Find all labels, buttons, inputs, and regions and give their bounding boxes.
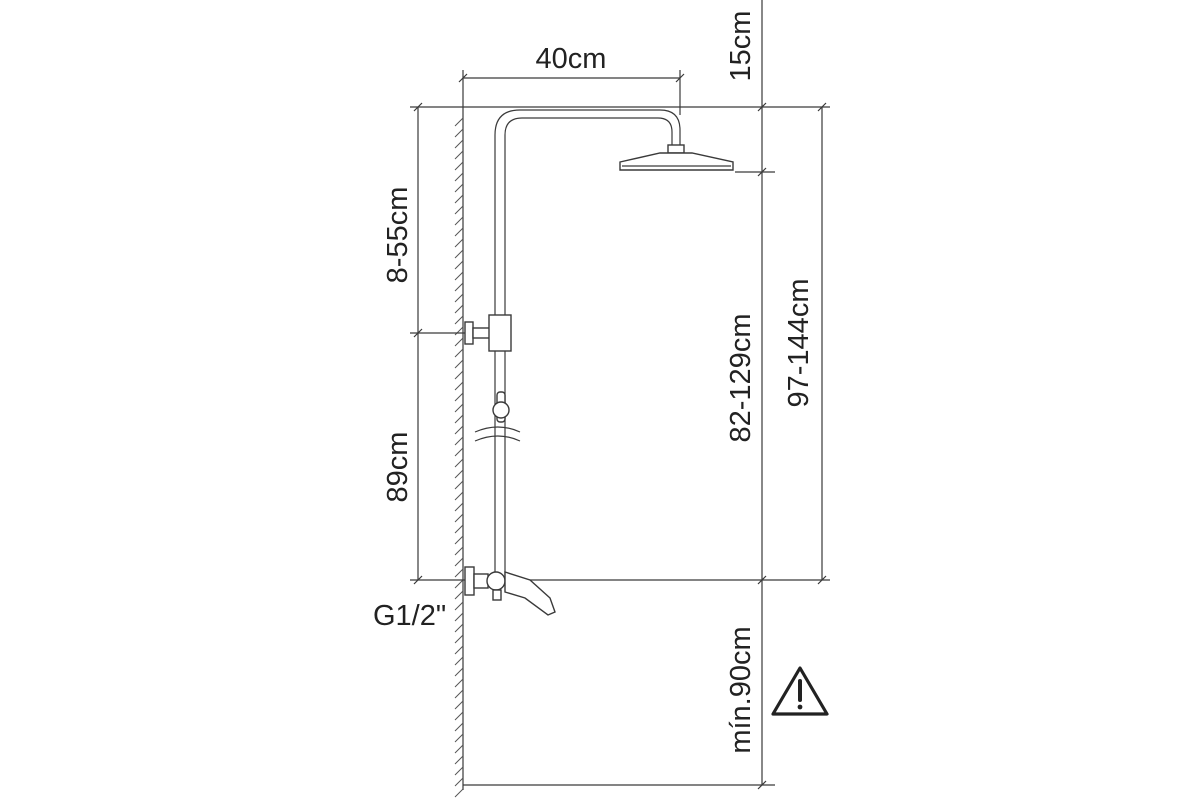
hatch-stroke bbox=[454, 293, 464, 303]
hatch-stroke bbox=[454, 524, 464, 534]
hatch-stroke bbox=[454, 535, 464, 545]
connection-label: G1/2" bbox=[373, 600, 446, 632]
hatch-stroke bbox=[454, 458, 464, 468]
hatch-stroke bbox=[454, 183, 464, 193]
dimension-tick bbox=[757, 780, 767, 790]
hatch-stroke bbox=[454, 403, 464, 413]
hatch-stroke bbox=[454, 469, 464, 479]
hatch-stroke bbox=[454, 447, 464, 457]
riser-range-label: 82-129cm bbox=[725, 314, 757, 443]
hatch-stroke bbox=[454, 491, 464, 501]
hatch-stroke bbox=[454, 315, 464, 325]
hatch-stroke bbox=[454, 205, 464, 215]
hatch-stroke bbox=[454, 700, 464, 710]
hatch-stroke bbox=[454, 436, 464, 446]
hatch-stroke bbox=[454, 513, 464, 523]
dimension-tick bbox=[817, 102, 827, 112]
hatch-stroke bbox=[454, 777, 464, 787]
hatch-stroke bbox=[454, 788, 464, 798]
extension-lines bbox=[410, 106, 830, 786]
dimension-tick bbox=[413, 102, 423, 112]
hatch-stroke bbox=[454, 172, 464, 182]
hatch-stroke bbox=[454, 414, 464, 424]
dimension-tick bbox=[675, 73, 685, 83]
total-range-label: 97-144cm bbox=[783, 279, 815, 408]
hatch-stroke bbox=[454, 667, 464, 677]
hatch-stroke bbox=[454, 689, 464, 699]
hatch-stroke bbox=[454, 601, 464, 611]
hatch-stroke bbox=[454, 216, 464, 226]
hatch-stroke bbox=[454, 392, 464, 402]
shower-head bbox=[619, 144, 734, 171]
hatch-stroke bbox=[454, 744, 464, 754]
dimension-tick bbox=[413, 575, 423, 585]
hatch-stroke bbox=[454, 128, 464, 138]
hatch-stroke bbox=[454, 722, 464, 732]
hatch-stroke bbox=[454, 271, 464, 281]
hatch-stroke bbox=[454, 502, 464, 512]
mixer-valve bbox=[464, 566, 556, 616]
wall-bracket bbox=[464, 314, 512, 352]
hatch-stroke bbox=[454, 579, 464, 589]
arm-length-label: 40cm bbox=[536, 43, 607, 75]
hatch-stroke bbox=[454, 304, 464, 314]
hatch-stroke bbox=[454, 678, 464, 688]
hatch-stroke bbox=[454, 480, 464, 490]
hatch-stroke bbox=[454, 546, 464, 556]
hatch-stroke bbox=[454, 194, 464, 204]
shower-pipe bbox=[494, 109, 681, 580]
min-height-label: mín.90cm bbox=[725, 626, 757, 753]
hatch-stroke bbox=[454, 117, 464, 127]
hatch-stroke bbox=[454, 260, 464, 270]
hatch-stroke bbox=[454, 227, 464, 237]
hatch-stroke bbox=[454, 348, 464, 358]
hatch-stroke bbox=[454, 590, 464, 600]
hatch-stroke bbox=[454, 568, 464, 578]
hatch-stroke bbox=[454, 755, 464, 765]
dimension-tick bbox=[757, 102, 767, 112]
head-height-label: 15cm bbox=[725, 11, 757, 82]
lower-section-label: 89cm bbox=[382, 432, 414, 503]
dimension-tick bbox=[413, 328, 423, 338]
dimension-tick bbox=[817, 575, 827, 585]
hatch-stroke bbox=[454, 557, 464, 567]
hatch-stroke bbox=[454, 766, 464, 776]
hatch-stroke bbox=[454, 249, 464, 259]
hatch-stroke bbox=[454, 359, 464, 369]
dimension-tick bbox=[458, 73, 468, 83]
hatch-stroke bbox=[454, 711, 464, 721]
upper-section-label: 8-55cm bbox=[382, 187, 414, 284]
hatch-stroke bbox=[454, 282, 464, 292]
hatch-stroke bbox=[454, 634, 464, 644]
hatch-stroke bbox=[454, 733, 464, 743]
dimension-tick bbox=[757, 575, 767, 585]
pipe-break-symbol bbox=[474, 426, 521, 442]
hatch-stroke bbox=[454, 656, 464, 666]
hatch-stroke bbox=[454, 425, 464, 435]
hatch-stroke bbox=[454, 337, 464, 347]
dimension-ticks bbox=[413, 73, 827, 790]
wall-hatching bbox=[454, 117, 464, 798]
dimension-tick bbox=[757, 167, 767, 177]
hatch-stroke bbox=[454, 326, 464, 336]
hatch-stroke bbox=[454, 623, 464, 633]
wall bbox=[454, 110, 464, 798]
hatch-stroke bbox=[454, 612, 464, 622]
hatch-stroke bbox=[454, 161, 464, 171]
warning-triangle-icon bbox=[771, 666, 829, 716]
slider-knob bbox=[492, 391, 510, 423]
hatch-stroke bbox=[454, 645, 464, 655]
labels: 40cm 15cm 8-55cm 89cm 82-129cm 97-144cm … bbox=[373, 11, 815, 754]
hatch-stroke bbox=[454, 150, 464, 160]
hatch-stroke bbox=[454, 238, 464, 248]
hatch-stroke bbox=[454, 381, 464, 391]
hatch-stroke bbox=[454, 139, 464, 149]
dimension-lines bbox=[413, 0, 827, 790]
hatch-stroke bbox=[454, 370, 464, 380]
